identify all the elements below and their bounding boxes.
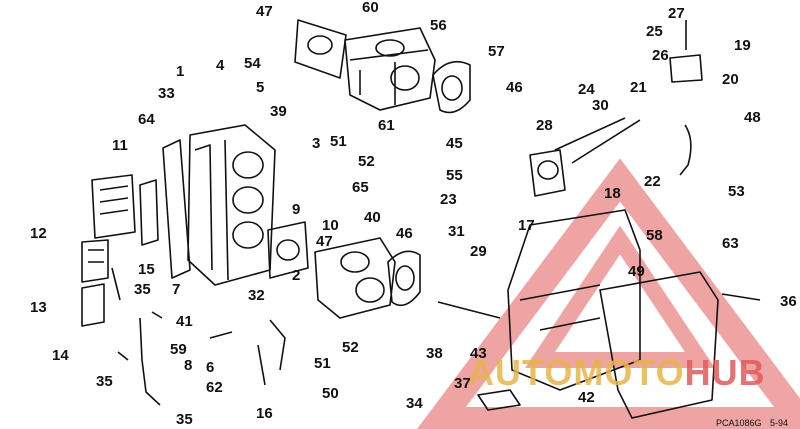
callout-47-upper: 47 bbox=[256, 3, 273, 20]
callout-51-lower: 51 bbox=[314, 355, 331, 372]
callout-48: 48 bbox=[744, 109, 761, 126]
silencer-cover bbox=[507, 209, 719, 419]
callout-53: 53 bbox=[728, 183, 745, 200]
callout-10: 10 bbox=[322, 217, 339, 234]
callout-56: 56 bbox=[430, 17, 447, 34]
callout-54: 54 bbox=[244, 55, 261, 72]
callout-18: 18 bbox=[604, 185, 621, 202]
callout-28: 28 bbox=[536, 117, 553, 134]
callout-49: 49 bbox=[628, 263, 645, 280]
callout-15: 15 bbox=[138, 261, 155, 278]
callout-30: 30 bbox=[592, 97, 609, 114]
callout-33: 33 bbox=[158, 85, 175, 102]
callout-5: 5 bbox=[256, 79, 265, 96]
callout-14: 14 bbox=[52, 347, 69, 364]
watermark-text: AUTOMOTOHUB bbox=[468, 352, 766, 394]
callout-41: 41 bbox=[176, 313, 193, 330]
callout-4: 4 bbox=[216, 57, 225, 74]
gasket-upper bbox=[432, 60, 471, 114]
callout-27: 27 bbox=[668, 5, 685, 22]
callout-51-upper: 51 bbox=[330, 133, 347, 150]
watermark-part-a: AUTOMOTO bbox=[468, 352, 685, 393]
callout-61: 61 bbox=[378, 117, 395, 134]
callout-9: 9 bbox=[292, 201, 301, 218]
callout-31: 31 bbox=[448, 223, 465, 240]
callout-11: 11 bbox=[112, 137, 128, 154]
callout-36: 36 bbox=[780, 293, 797, 310]
callout-64: 64 bbox=[138, 111, 155, 128]
callout-55: 55 bbox=[446, 167, 463, 184]
reed-stop bbox=[81, 283, 105, 327]
callout-50: 50 bbox=[322, 385, 339, 402]
hose-53 bbox=[679, 124, 692, 176]
drawing-code: PCA1086G bbox=[716, 418, 762, 428]
callout-46-upper: 46 bbox=[506, 79, 523, 96]
callout-8: 8 bbox=[184, 357, 193, 374]
filter-20 bbox=[669, 54, 703, 83]
callout-57: 57 bbox=[488, 43, 505, 60]
callout-35c: 35 bbox=[176, 411, 193, 428]
reed-plate bbox=[139, 179, 159, 246]
callout-17: 17 bbox=[518, 217, 535, 234]
gasket-lower bbox=[387, 250, 421, 307]
callout-19: 19 bbox=[734, 37, 751, 54]
lower-carburetor bbox=[267, 221, 396, 319]
callout-25: 25 bbox=[646, 23, 663, 40]
callout-29: 29 bbox=[470, 243, 487, 260]
watermark-part-b: HUB bbox=[684, 352, 766, 393]
intake-manifold bbox=[187, 124, 276, 286]
fuel-pump bbox=[529, 117, 641, 197]
callout-22: 22 bbox=[644, 173, 661, 190]
watermark-logo bbox=[417, 158, 800, 429]
manifold-gasket bbox=[162, 139, 191, 279]
callout-35: 35 bbox=[134, 281, 151, 298]
callout-7: 7 bbox=[172, 281, 181, 298]
reed-petals bbox=[81, 239, 109, 283]
callout-34: 34 bbox=[406, 395, 423, 412]
callout-63: 63 bbox=[722, 235, 739, 252]
throttle-linkage bbox=[139, 317, 286, 406]
callout-16: 16 bbox=[256, 405, 273, 422]
callout-38: 38 bbox=[426, 345, 443, 362]
callout-13: 13 bbox=[30, 299, 47, 316]
callout-40: 40 bbox=[364, 209, 381, 226]
callout-2: 2 bbox=[292, 267, 301, 284]
callout-59: 59 bbox=[170, 341, 187, 358]
callout-20: 20 bbox=[722, 71, 739, 88]
rod-38 bbox=[437, 301, 501, 319]
callout-6: 6 bbox=[206, 359, 215, 376]
callout-52-upper: 52 bbox=[358, 153, 375, 170]
upper-carburetor bbox=[294, 19, 436, 111]
callout-23: 23 bbox=[440, 191, 457, 208]
callout-3: 3 bbox=[312, 135, 321, 152]
callout-52-lower: 52 bbox=[342, 339, 359, 356]
callout-21: 21 bbox=[630, 79, 647, 96]
callout-60: 60 bbox=[362, 0, 379, 16]
callout-45: 45 bbox=[446, 135, 463, 152]
callout-26: 26 bbox=[652, 47, 669, 64]
callout-24: 24 bbox=[578, 81, 595, 98]
bracket-37 bbox=[477, 389, 521, 411]
callout-37: 37 bbox=[454, 375, 471, 392]
callout-43: 43 bbox=[470, 345, 487, 362]
page-number: 5-94 bbox=[770, 418, 789, 428]
callout-65: 65 bbox=[352, 179, 369, 196]
callout-58: 58 bbox=[646, 227, 663, 244]
callout-1: 1 bbox=[176, 63, 185, 80]
callout-46-lower: 46 bbox=[396, 225, 413, 242]
callout-47-lower: 47 bbox=[316, 233, 333, 250]
callout-35b: 35 bbox=[96, 373, 113, 390]
reed-block bbox=[91, 174, 136, 239]
callout-62: 62 bbox=[206, 379, 223, 396]
callout-32: 32 bbox=[248, 287, 265, 304]
callout-39: 39 bbox=[270, 103, 287, 120]
callout-42: 42 bbox=[578, 389, 595, 406]
callout-12: 12 bbox=[30, 225, 47, 242]
